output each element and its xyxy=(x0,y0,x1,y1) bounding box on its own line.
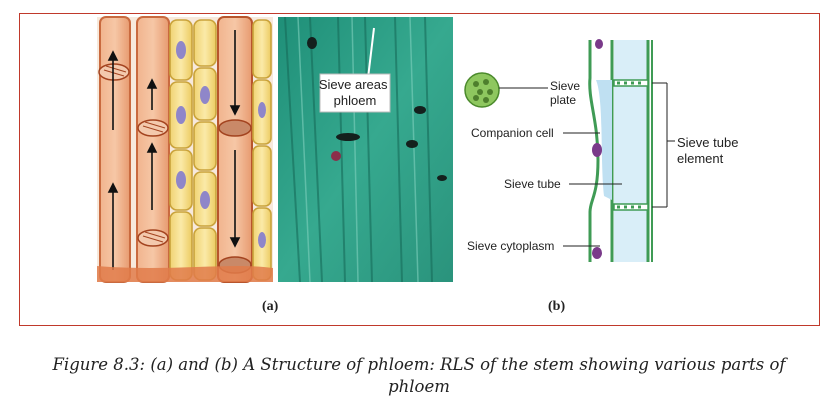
sieve-tube-element-label: Sieve tube element xyxy=(677,135,742,166)
sieve-tube-diagram: Sieve plate Companion cell Sieve tube Si… xyxy=(464,39,742,262)
phloem-micrograph: Sieve areas phloem xyxy=(278,16,453,283)
companion-cell-label: Companion cell xyxy=(471,126,554,140)
sieve-cytoplasm-label: Sieve cytoplasm xyxy=(467,239,554,253)
panel-a-label: (a) xyxy=(262,299,279,314)
sieve-areas-label: Sieve areas phloem xyxy=(319,77,391,108)
panel-b-label: (b) xyxy=(548,299,565,314)
caption-line-2: phloem xyxy=(388,377,450,396)
figure-caption: Figure 8.3: (a) and (b) A Structure of p… xyxy=(0,354,838,398)
sieve-plate-label: Sieve plate xyxy=(550,79,583,107)
sieve-tube-label: Sieve tube xyxy=(504,177,561,191)
phloem-illustration xyxy=(97,16,273,283)
caption-line-1: Figure 8.3: (a) and (b) A Structure of p… xyxy=(52,355,786,374)
